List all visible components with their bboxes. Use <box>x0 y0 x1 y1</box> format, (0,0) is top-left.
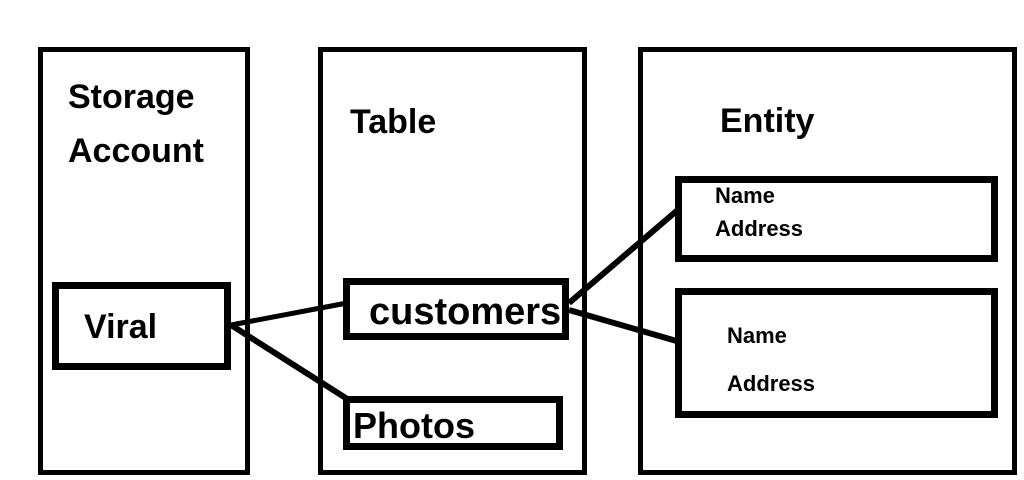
storage-account-title-line2: Account <box>68 132 204 170</box>
storage-account-container[interactable] <box>38 47 250 475</box>
entity-title: Entity <box>720 102 815 140</box>
storage-account-item-viral-label: Viral <box>84 308 157 346</box>
storage-account-title-line1: Storage <box>68 78 195 116</box>
entity-item-1-box[interactable] <box>675 176 998 262</box>
entity-item-1-field-name: Name <box>715 183 775 208</box>
storage-account-item-viral-box[interactable] <box>52 282 231 370</box>
connector-customers-to-entity-1 <box>567 205 682 306</box>
entity-item-2-field-address: Address <box>727 371 815 396</box>
entity-item-1-field-address: Address <box>715 216 803 241</box>
connector-viral-to-customers <box>230 300 348 328</box>
table-item-photos-label: Photos <box>353 405 475 446</box>
entity-item-2-field-name: Name <box>727 323 787 348</box>
connector-customers-to-entity-2 <box>568 307 681 345</box>
table-item-customers-label: customers <box>369 291 561 333</box>
table-item-photos-box[interactable] <box>343 396 563 450</box>
entity-item-2-box[interactable] <box>675 288 998 418</box>
table-title: Table <box>350 103 436 141</box>
connector-viral-to-photos <box>229 322 354 405</box>
table-item-customers-box[interactable] <box>343 278 569 340</box>
